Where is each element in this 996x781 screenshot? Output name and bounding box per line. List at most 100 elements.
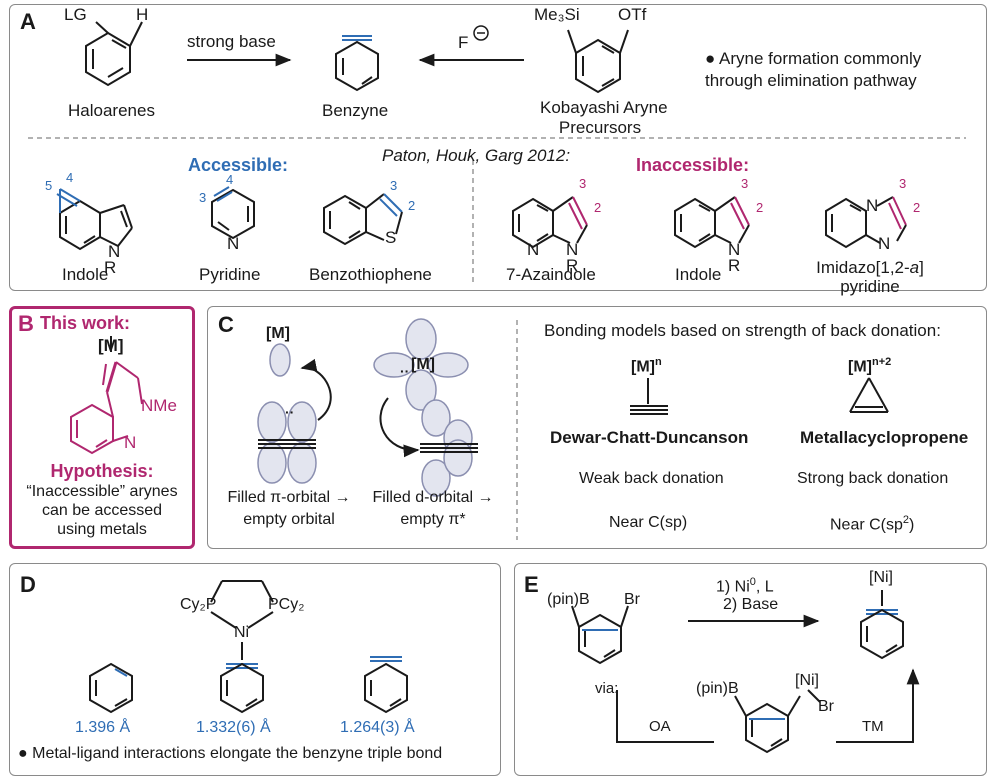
this-work-metal: [M]: [98, 336, 124, 355]
imidazo-pos-3: 3: [899, 176, 907, 191]
imidazo-n-bridge: N: [866, 196, 879, 215]
panel-c-label: C: [218, 312, 234, 337]
back-caption: Filled d-orbital → empty π*: [358, 487, 508, 531]
azaindole-pos-2: 2: [594, 200, 602, 215]
kobayashi-structure: [567, 29, 629, 94]
imidazopyridine-label: Imidazo[1,2-a] pyridine: [800, 258, 940, 296]
panel-d: [9, 563, 501, 776]
azaindole-n7: N: [527, 240, 540, 259]
mcp-label: Metallacyclopropene: [800, 428, 969, 447]
imidazo-text-2: ]: [919, 258, 924, 277]
back-caption-2: empty π*: [400, 511, 466, 528]
step-1-end: , L: [755, 578, 774, 596]
indole-r: R: [104, 258, 117, 277]
indole-accessible-label: Indole: [62, 265, 109, 284]
pyridine-pos-3: 3: [199, 190, 207, 205]
pinb-label: (pin)B: [547, 591, 590, 608]
imidazo-pos-2: 2: [913, 200, 921, 215]
ni-product-label: [Ni]: [869, 569, 893, 586]
hypothesis-line-1: “Inaccessible” arynes: [26, 483, 178, 500]
azaindole-r: R: [566, 256, 579, 275]
mcp-metal-sup: n+2: [871, 356, 892, 368]
this-work-title: This work:: [40, 313, 131, 333]
back-donation-arrow: [379, 397, 420, 458]
near-sp2-sup: 2: [902, 514, 910, 526]
dcd-metal: [M]n: [631, 356, 662, 376]
imidazo-n: N: [878, 234, 891, 253]
benzyne-structure: [335, 35, 379, 92]
fluoride-charge: [473, 25, 489, 41]
benzothiophene-pos-2: 2: [408, 198, 416, 213]
this-work-n: N: [124, 433, 137, 452]
hypothesis-title: Hypothesis:: [50, 461, 154, 481]
benzothiophene-label: Benzothiophene: [309, 265, 432, 284]
imidazopyridine-aryne-structure: [825, 196, 907, 249]
indole-aryne-structure: [56, 188, 133, 251]
starting-material-structure: [571, 605, 629, 665]
indole-inaccessible-structure: [674, 196, 750, 249]
cy2p-label: Cy₂P: [180, 596, 217, 613]
h-label: H: [136, 5, 149, 24]
this-work-nme: NMe: [141, 396, 177, 415]
dcd-metal-text: [M]: [631, 358, 655, 376]
oxidative-addition-path: [616, 690, 714, 743]
pyridine-label: Pyridine: [199, 265, 261, 284]
azaindole-pos-3: 3: [579, 176, 587, 191]
benzothiophene-aryne-structure: [323, 193, 403, 246]
back-metal-label: [M]: [411, 356, 435, 373]
panel-e-label: E: [524, 572, 539, 597]
near-sp2-text: Near C(sp: [830, 516, 903, 534]
benzyne-label: Benzyne: [322, 101, 389, 120]
this-work-structure: [70, 336, 143, 455]
pyridine-n: N: [227, 234, 240, 253]
intermediate-structure: [734, 689, 821, 754]
near-sp2-label: Near C(sp2): [830, 514, 914, 534]
strong-donation-label: Strong back donation: [797, 470, 949, 487]
indole2-r: R: [728, 256, 741, 275]
mcp-metal-text: [M]: [848, 358, 872, 376]
hypothesis-block: Hypothesis: “Inaccessible” arynes can be…: [14, 462, 190, 539]
back-caption-1: Filled d-orbital →: [372, 489, 494, 506]
bond-length-complex: 1.332(6) Å: [196, 719, 271, 736]
tm-label: TM: [862, 718, 884, 735]
pyridine-aryne-structure: [211, 186, 255, 240]
panel-b: [9, 306, 195, 549]
sigma-caption-1: Filled π-orbital →: [227, 489, 351, 506]
strong-base-label: strong base: [187, 32, 276, 51]
imidazo-text-1: Imidazo[1,2-: [816, 258, 910, 277]
hypothesis-line-3: using metals: [57, 521, 147, 538]
otf-label: OTf: [618, 5, 647, 24]
ni-benzyne-product-structure: [860, 590, 904, 660]
oa-label: OA: [649, 718, 671, 735]
back-donation-orbitals: [373, 318, 473, 497]
citation-label: Paton, Houk, Garg 2012:: [382, 146, 571, 165]
panel-d-label: D: [20, 572, 36, 597]
azaindole-label: 7-Azaindole: [506, 265, 596, 284]
indole2-pos-3: 3: [741, 176, 749, 191]
fluoride-label: F: [458, 33, 469, 52]
free-benzyne-structure: [364, 656, 408, 714]
dcd-metal-sup: n: [654, 356, 662, 368]
indole-inaccessible-label: Indole: [675, 265, 722, 284]
accessible-label: Accessible:: [188, 155, 289, 175]
bonding-models-title: Bonding models based on strength of back…: [544, 321, 941, 340]
haloarene-structure: [85, 21, 143, 87]
step-1-label: 1) Ni0, L: [716, 576, 774, 596]
bond-length-benzene: 1.396 Å: [75, 719, 131, 736]
sigma-electrons: ··: [285, 404, 295, 420]
pyridine-pos-4: 4: [226, 172, 234, 187]
br-intermediate-label: Br: [818, 698, 834, 715]
imidazo-text-a: a: [909, 258, 920, 277]
nickel-complex-structure: [210, 580, 274, 714]
dcd-model-structure: [630, 378, 668, 415]
benzene-structure: [89, 662, 133, 714]
kobayashi-line-2: Precursors: [558, 118, 642, 137]
panel-a-label: A: [20, 9, 36, 34]
panel-c: [207, 306, 987, 549]
me3si-label: Me₃Si: [534, 5, 580, 24]
br-label: Br: [624, 591, 640, 608]
indole2-pos-2: 2: [756, 200, 764, 215]
ni-label: Ni: [234, 624, 250, 641]
metallacyclopropene-structure: [849, 377, 889, 413]
